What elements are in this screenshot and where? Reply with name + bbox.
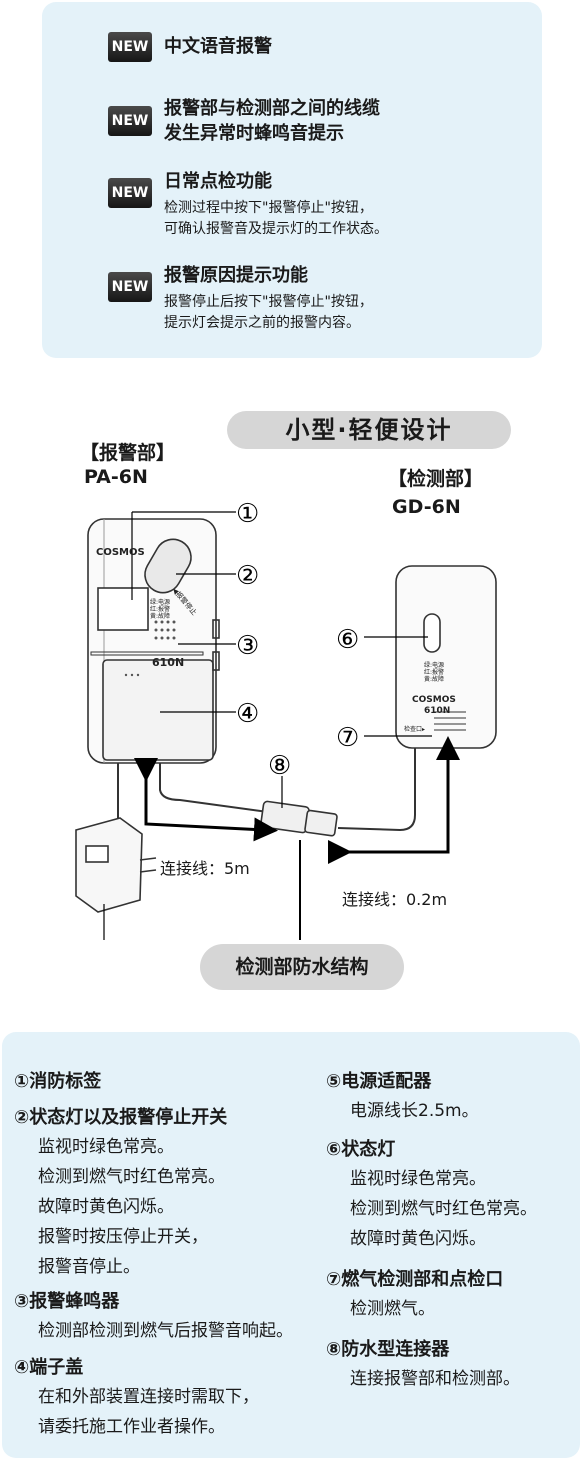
legend-line: 故障时黄色闪烁。 <box>350 1229 486 1249</box>
detector-code: 610N <box>424 706 450 716</box>
feature-title: 发生异常时蜂鸣音提示 <box>164 123 344 144</box>
cable-short-label: 连接线：0.2m <box>342 890 448 909</box>
feature-title: 日常点检功能 <box>164 171 272 192</box>
legend-heading: ①消防标签 <box>14 1071 102 1092</box>
led-label: 黄:故障 <box>424 675 444 683</box>
callout-8: ⑧ <box>268 751 291 781</box>
legend-heading: ⑧防水型连接器 <box>326 1339 450 1360</box>
detector-brand: COSMOS <box>412 695 456 705</box>
led-label: 红:报警 <box>150 605 170 613</box>
design-title: 小型·轻便设计 <box>227 411 511 449</box>
legend-line: 检测燃气。 <box>350 1299 435 1319</box>
features-panel: NEW 中文语音报警 NEW 报警部与检测部之间的线缆 发生异常时蜂鸣音提示 N… <box>42 2 542 358</box>
legend-panel: ①消防标签 ②状态灯以及报警停止开关 监视时绿色常亮。 检测到燃气时红色常亮。 … <box>2 1032 580 1458</box>
alarm-brand: COSMOS <box>96 547 145 558</box>
legend-line: 在和外部装置连接时需取下， <box>38 1387 259 1407</box>
callout-7: ⑦ <box>336 723 359 753</box>
legend-heading: ⑤电源适配器 <box>326 1071 432 1092</box>
legend-column-right: ⑤电源适配器 电源线长2.5m。 ⑥状态灯 监视时绿色常亮。 检测到燃气时红色常… <box>326 1068 537 1394</box>
cable-long-label: 连接线：5m <box>160 859 250 878</box>
legend-line: 检测到燃气时红色常亮。 <box>38 1167 225 1187</box>
led-label: 黄:故障 <box>150 612 170 620</box>
alarm-code: 610N <box>152 656 184 669</box>
feature-desc: 提示灯会提示之前的报警内容。 <box>164 315 360 331</box>
feature-desc: 检测过程中按下"报警停止"按钮， <box>164 200 373 216</box>
callout-6: ⑥ <box>336 625 359 655</box>
legend-line: 请委托施工作业者操作。 <box>38 1417 225 1437</box>
waterproof-label: 检测部防水结构 <box>200 944 404 990</box>
feature-title: 报警部与检测部之间的线缆 <box>164 98 380 119</box>
legend-line: 检测到燃气时红色常亮。 <box>350 1199 537 1219</box>
callout-1: ① <box>236 499 259 529</box>
callout-3: ③ <box>236 631 259 661</box>
legend-heading: ③报警蜂鸣器 <box>14 1291 120 1312</box>
detector-model: GD-6N <box>392 496 461 518</box>
led-label: 绿:电源 <box>424 661 444 669</box>
legend-heading: ②状态灯以及报警停止开关 <box>14 1107 228 1128</box>
new-badge: NEW <box>108 178 152 208</box>
legend-line: 检测部检测到燃气后报警音响起。 <box>38 1321 293 1341</box>
product-diagram: COSMOS 610N ◀报警停止 绿:电源 红:报警 黄:故障 绿:电源 红:… <box>75 499 497 940</box>
new-badge: NEW <box>108 106 152 136</box>
feature-desc: 报警停止后按下"报警停止"按钮， <box>164 294 373 310</box>
legend-heading: ④端子盖 <box>14 1357 84 1378</box>
callout-2: ② <box>236 561 259 591</box>
detector-illustration <box>395 565 497 749</box>
legend-line: 报警音停止。 <box>38 1257 140 1277</box>
legend-column-left: ①消防标签 ②状态灯以及报警停止开关 监视时绿色常亮。 检测到燃气时红色常亮。 … <box>14 1068 293 1442</box>
legend-line: 监视时绿色常亮。 <box>350 1169 486 1189</box>
detector-tag: 【检测部】 <box>388 468 484 490</box>
legend-heading: ⑦燃气检测部和点检口 <box>326 1269 504 1290</box>
feature-title: 中文语音报警 <box>164 36 272 57</box>
alarm-unit-model: PA-6N <box>84 466 148 488</box>
alarm-unit-illustration <box>87 518 220 764</box>
led-label: 红:报警 <box>424 668 444 676</box>
legend-line: 连接报警部和检测部。 <box>350 1369 520 1389</box>
power-adapter-illustration <box>75 817 157 913</box>
new-badge: NEW <box>108 32 152 62</box>
led-label: 绿:电源 <box>150 598 170 606</box>
feature-title: 报警原因提示功能 <box>164 265 308 286</box>
legend-line: 监视时绿色常亮。 <box>38 1137 174 1157</box>
feature-desc: 可确认报警音及提示灯的工作状态。 <box>164 221 388 237</box>
new-badge: NEW <box>108 272 152 302</box>
legend-line: 报警时按压停止开关， <box>38 1227 208 1247</box>
waterproof-connector <box>260 800 338 837</box>
legend-line: 电源线长2.5m。 <box>350 1101 479 1121</box>
check-port-label: 检查口▸ <box>404 725 425 733</box>
legend-heading: ⑥状态灯 <box>326 1139 396 1160</box>
callout-4: ④ <box>236 699 259 729</box>
legend-line: 故障时黄色闪烁。 <box>38 1197 174 1217</box>
alarm-unit-tag: 【报警部】 <box>80 442 176 464</box>
